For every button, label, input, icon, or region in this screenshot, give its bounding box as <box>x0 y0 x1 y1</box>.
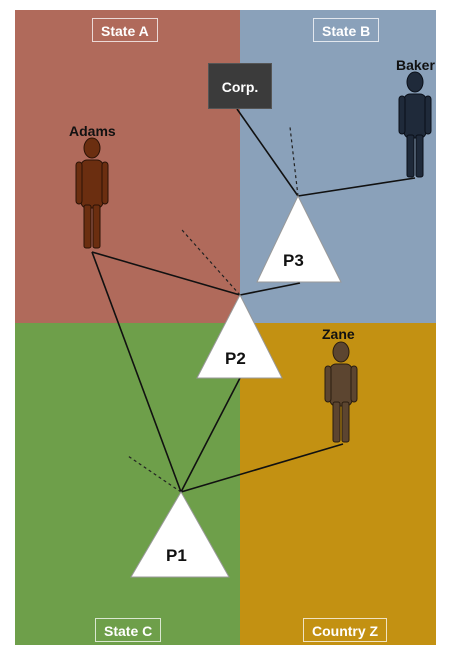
zane-person-icon <box>324 341 358 443</box>
state-a-label: State A <box>92 18 158 42</box>
zane-name: Zane <box>322 326 355 342</box>
state-c-label: State C <box>95 618 162 642</box>
state-b-label: State B <box>313 18 380 42</box>
line-p3-p2 <box>239 282 301 296</box>
p1-triangle <box>130 490 230 578</box>
adams-name: Adams <box>69 123 116 139</box>
corp-box: Corp. <box>208 63 272 109</box>
p3-triangle <box>256 194 342 283</box>
line-p2-p1 <box>180 377 241 493</box>
dashed-stub-p1 <box>127 455 182 493</box>
country-z-label: Country Z <box>303 618 388 642</box>
p3-label: P3 <box>283 251 304 270</box>
line-adams-p1 <box>91 251 182 493</box>
line-corp-p3 <box>236 108 299 197</box>
p2-label: P2 <box>225 349 246 368</box>
baker-name: Baker <box>396 57 435 73</box>
line-adams-p2 <box>91 251 241 296</box>
adams-person-icon <box>75 137 109 249</box>
p2-triangle <box>196 293 283 379</box>
baker-person-icon <box>398 71 432 178</box>
line-baker-p3 <box>297 177 416 197</box>
state-a-region <box>15 10 240 323</box>
p1-label: P1 <box>166 546 187 565</box>
line-zane-p1 <box>180 443 344 493</box>
dashed-stub-p2 <box>181 229 241 296</box>
